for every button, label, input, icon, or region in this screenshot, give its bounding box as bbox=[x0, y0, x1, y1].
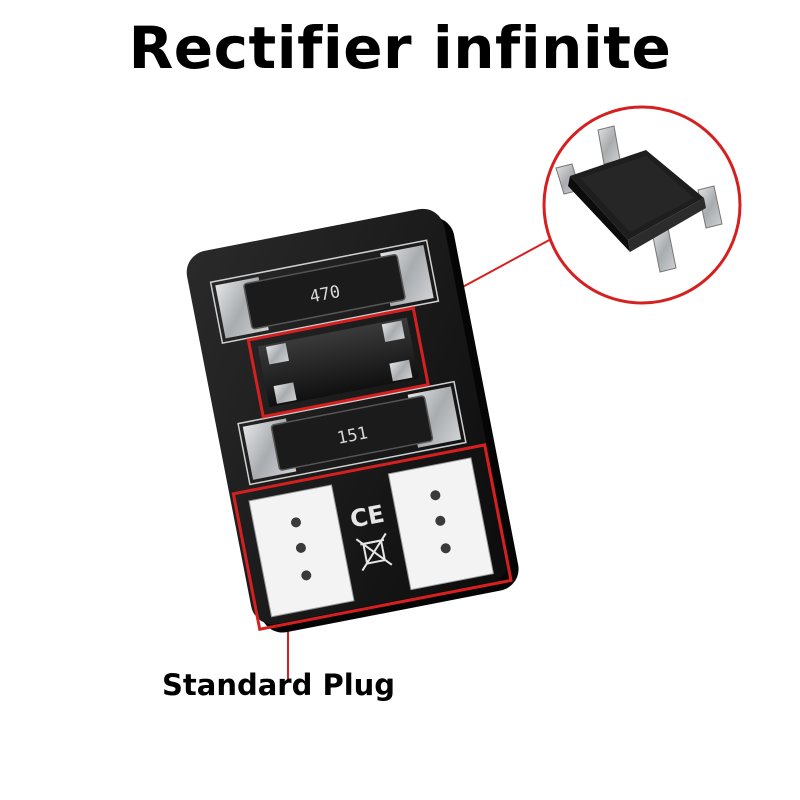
led-bulb-pcb: 470 151 CE bbox=[186, 208, 519, 633]
standard-plug: CE bbox=[248, 457, 494, 618]
weee-bin-icon bbox=[355, 532, 393, 572]
page-title: Rectifier infinite bbox=[128, 14, 672, 82]
resistor-470: 470 bbox=[243, 253, 406, 330]
ce-mark-icon: CE bbox=[348, 500, 387, 534]
chip-zoom-callout bbox=[542, 105, 742, 305]
resistor-151: 151 bbox=[270, 395, 434, 471]
bridge-rectifier-chip bbox=[257, 317, 419, 408]
chip-callout-box bbox=[246, 306, 430, 419]
plug-callout-box bbox=[231, 443, 513, 632]
standard-plug-label: Standard Plug bbox=[162, 668, 396, 702]
